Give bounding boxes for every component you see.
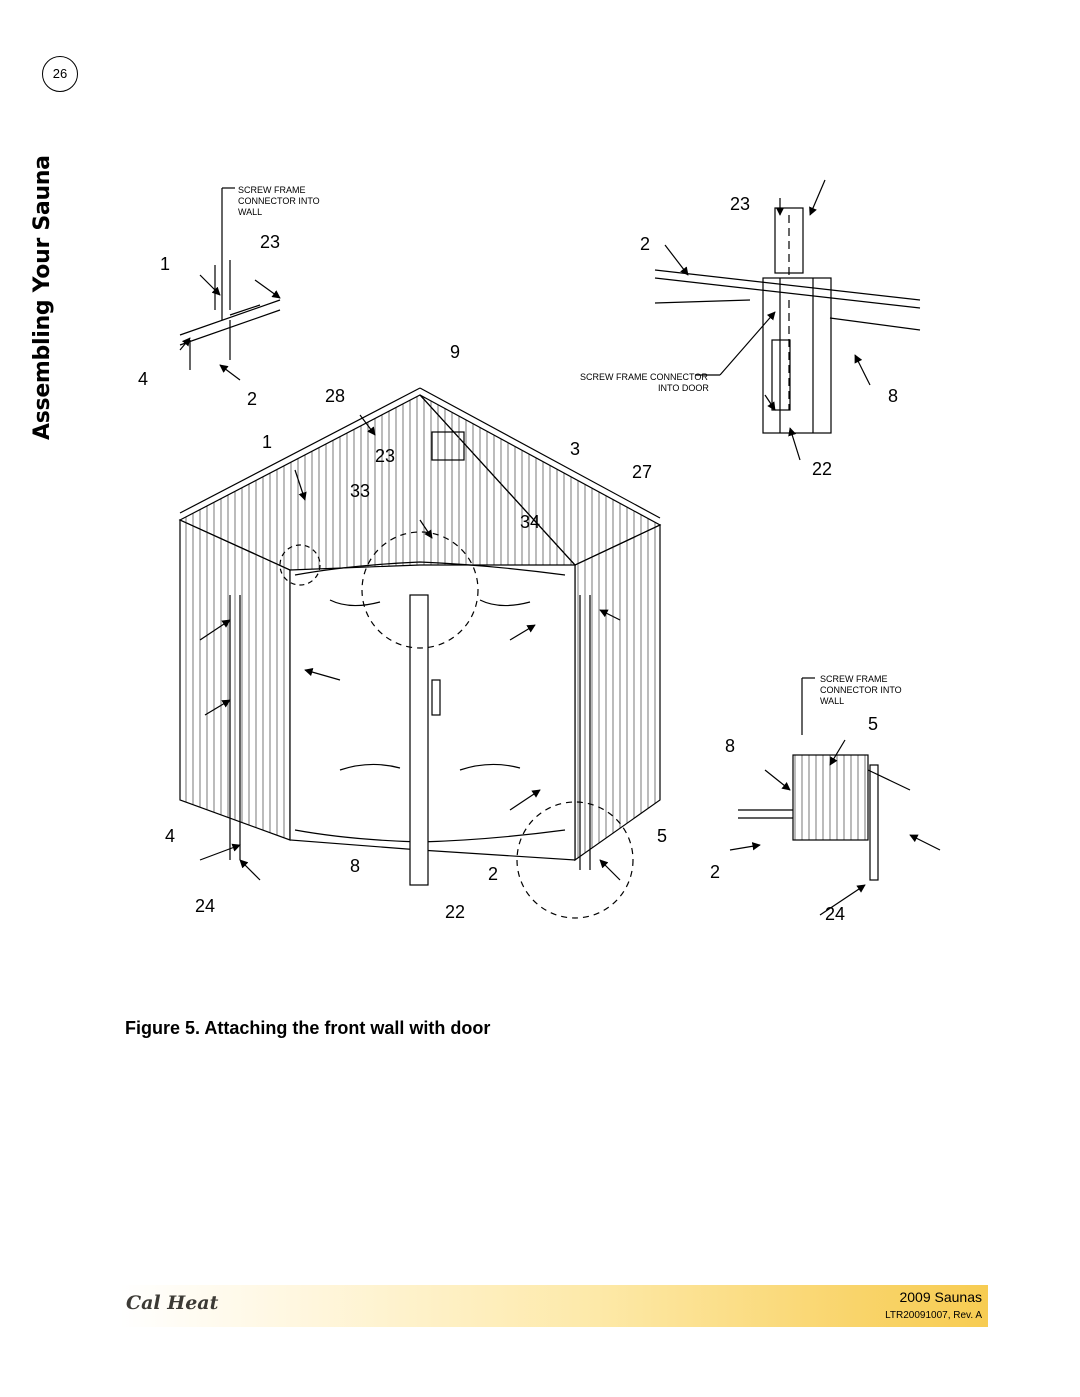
part-label: 24 (195, 896, 215, 916)
part-label: 1 (262, 432, 272, 452)
part-label: 22 (445, 902, 465, 922)
part-label: 2 (488, 864, 498, 884)
part-label: 24 (825, 904, 845, 924)
part-label: 2 (247, 389, 257, 409)
part-label: 2 (640, 234, 650, 254)
callout-wall-top-2: CONNECTOR INTO (238, 196, 320, 206)
part-label: 4 (138, 369, 148, 389)
callout-wall-bottom-2: CONNECTOR INTO (820, 685, 902, 695)
footer-product: 2009 Saunas (899, 1289, 982, 1305)
footer-bar (120, 1285, 988, 1327)
page-number: 26 (42, 56, 78, 92)
callout-wall-top-1: SCREW FRAME (238, 185, 306, 195)
part-label: 8 (350, 856, 360, 876)
part-label: 3 (570, 439, 580, 459)
part-label: 23 (730, 194, 750, 214)
part-label: 28 (325, 386, 345, 406)
callout-door-1: SCREW FRAME CONNECTOR (580, 372, 708, 382)
part-label: 34 (520, 512, 540, 532)
callout-wall-bottom-1: SCREW FRAME (820, 674, 888, 684)
part-number-labels: 1 23 4 2 23 2 8 22 9 28 1 23 33 3 27 34 … (138, 194, 898, 924)
part-label: 4 (165, 826, 175, 846)
footer-doc-id: LTR20091007, Rev. A (885, 1310, 982, 1321)
part-label: 5 (868, 714, 878, 734)
callout-wall-top-3: WALL (238, 207, 262, 217)
sauna-main (178, 387, 662, 919)
part-label: 5 (657, 826, 667, 846)
part-label: 1 (160, 254, 170, 274)
part-label: 2 (710, 862, 720, 882)
part-label: 23 (375, 446, 395, 466)
part-label: 9 (450, 342, 460, 362)
part-label: 8 (888, 386, 898, 406)
callout-wall-bottom-3: WALL (820, 696, 844, 706)
part-label: 23 (260, 232, 280, 252)
detail-bottom-right: SCREW FRAME CONNECTOR INTO WALL (729, 674, 941, 916)
part-label: 8 (725, 736, 735, 756)
detail-top-right: SCREW FRAME CONNECTOR INTO DOOR (580, 179, 921, 461)
callout-door-2: INTO DOOR (658, 383, 709, 393)
brand-logo: Cal Heat (126, 1292, 219, 1314)
assembly-diagram: SCREW FRAME CONNECTOR INTO WALL (120, 170, 960, 950)
part-label: 33 (350, 481, 370, 501)
part-label: 27 (632, 462, 652, 482)
section-title: Assembling Your Sauna (30, 155, 55, 440)
part-label: 22 (812, 459, 832, 479)
figure-caption: Figure 5. Attaching the front wall with … (125, 1018, 491, 1038)
detail-top-left: SCREW FRAME CONNECTOR INTO WALL (179, 185, 320, 381)
